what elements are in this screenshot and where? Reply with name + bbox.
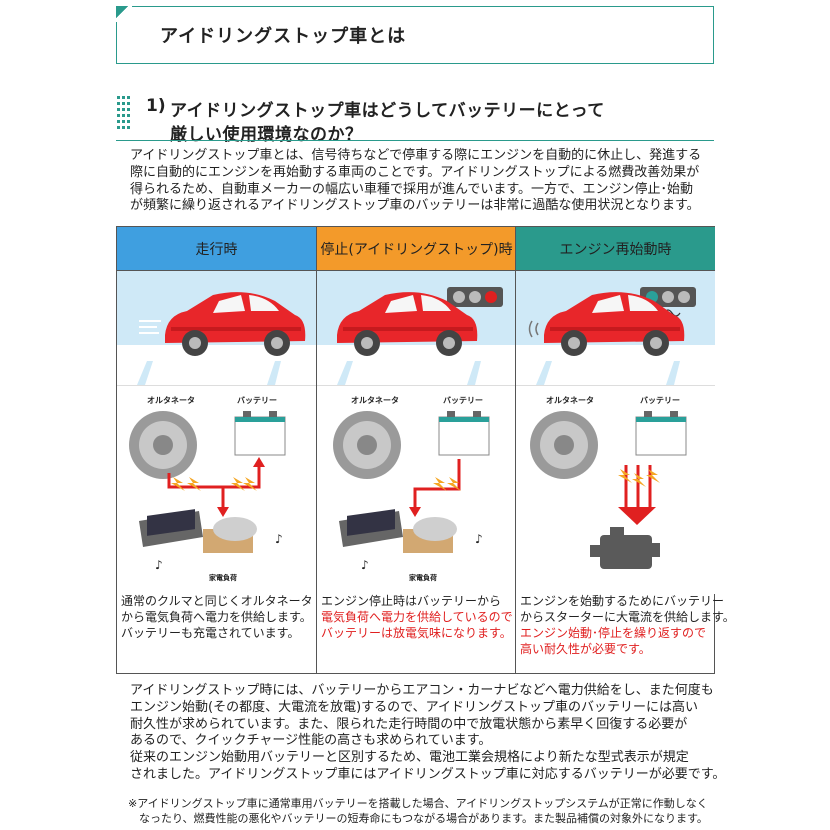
body-line: されました。アイドリングストップ車にはアイドリングストップ車に対応するバッテリー… [130, 766, 726, 782]
intro-line: 得られるため、自動車メーカーの幅広い車種で採用が進んでいます。一方で、エンジン停… [130, 181, 694, 197]
power-flow-diagram [530, 411, 687, 569]
power-flow-diagram: ♪♪ [129, 411, 286, 572]
alternator-label: オルタネータ [351, 396, 399, 405]
desc-line: エンジン停止時はバッテリーから [321, 594, 502, 608]
desc-line-warning: エンジン始動･停止を繰り返すので [520, 626, 707, 640]
desc-line-warning: バッテリーは放電気味になります。 [321, 626, 512, 640]
comparison-table: 走行時 オルタネータ バッテリー [116, 226, 735, 674]
desc-line: からスターターに大電流を供給します。 [520, 610, 735, 624]
section-divider [116, 140, 714, 141]
body-line: エンジン始動(その都度、大電流を放電)するので、アイドリングストップ車のバッテリ… [130, 699, 698, 715]
footnote-line: ※アイドリングストップ車に通常車用バッテリーを搭載した場合、アイドリングストップ… [128, 797, 708, 810]
battery-label: バッテリー [443, 396, 483, 405]
column-description: 通常のクルマと同じくオルタネータ から電気負荷へ電力を供給します。 バッテリーも… [121, 593, 313, 641]
desc-line-warning: 電気負荷へ電力を供給しているので [321, 610, 513, 624]
power-flow-diagram: ♪♪ [333, 411, 490, 572]
stopped-car-icon [317, 287, 516, 385]
desc-line-warning: 高い耐久性が必要です。 [520, 642, 651, 656]
load-label: 家電負荷 [209, 574, 237, 582]
alternator-label: オルタネータ [147, 396, 195, 405]
section-marker-icon [117, 96, 130, 129]
desc-line: バッテリーも充電されています。 [121, 626, 300, 640]
restarting-car-icon [516, 287, 715, 385]
explanation-paragraph: アイドリングストップ時には、バッテリーからエアコン・カーナビなどへ電力供給をし、… [130, 683, 725, 784]
battery-label: バッテリー [237, 396, 277, 405]
body-line: 耐久性が求められています。また、限られた走行時間の中で放電状態から素早く回復する… [130, 716, 688, 732]
section-heading-line1: アイドリングストップ車はどうしてバッテリーにとって [170, 101, 605, 121]
column-header: 走行時 [117, 227, 316, 271]
svg-text:♪: ♪ [361, 558, 369, 572]
driving-car-icon [117, 292, 316, 385]
svg-text:♪: ♪ [275, 532, 283, 546]
footnote-line: なったり、燃費性能の悪化やバッテリーの短寿命にもつながる場合があります。また製品… [128, 812, 708, 825]
column-description: エンジン停止時はバッテリーから 電気負荷へ電力を供給しているので バッテリーは放… [321, 593, 513, 641]
body-line: アイドリングストップ時には、バッテリーからエアコン・カーナビなどへ電力供給をし、… [130, 683, 714, 698]
load-label: 家電負荷 [409, 574, 437, 582]
column-header: エンジン再始動時 [516, 227, 715, 271]
section-number: 1) [146, 96, 166, 116]
intro-line: アイドリングストップ車とは、信号待ちなどで停車する際にエンジンを自動的に休止し、… [130, 148, 702, 163]
column-driving: 走行時 オルタネータ バッテリー [117, 227, 316, 673]
svg-text:♪: ♪ [155, 558, 163, 572]
intro-paragraph: アイドリングストップ車とは、信号待ちなどで停車する際にエンジンを自動的に休止し、… [130, 148, 701, 215]
corner-decoration [116, 6, 132, 22]
alternator-label: オルタネータ [546, 396, 594, 405]
svg-text:♪: ♪ [475, 532, 483, 546]
battery-label: バッテリー [640, 396, 680, 405]
body-line: あるので、クイックチャージ性能の高さも求められています。 [130, 733, 492, 749]
column-description: エンジンを始動するためにバッテリー からスターターに大電流を供給します。 エンジ… [520, 593, 735, 657]
desc-line: 通常のクルマと同じくオルタネータ [121, 594, 313, 608]
intro-line: が頻繁に繰り返されるアイドリングストップ車のバッテリーは非常に過酷な使用状況とな… [130, 198, 700, 214]
title-box [116, 6, 714, 64]
body-line: 従来のエンジン始動用バッテリーと区別するため、電池工業会規格により新たな型式表示… [130, 750, 689, 766]
desc-line: から電気負荷へ電力を供給します。 [121, 610, 312, 624]
column-header: 停止(アイドリングストップ)時 [317, 227, 516, 271]
intro-line: 際に自動的にエンジンを再始動する車両のことです。アイドリングストップによる燃費改… [130, 164, 700, 180]
desc-line: エンジンを始動するためにバッテリー [520, 594, 725, 608]
section-heading-line2: 厳しい使用環境なのか？ [170, 125, 363, 145]
page-title: アイドリングストップ車とは [160, 26, 407, 47]
footnote: ※アイドリングストップ車に通常車用バッテリーを搭載した場合、アイドリングストップ… [128, 796, 708, 826]
column-restart: エンジン再始動時 オルタネータ バッテリー [515, 227, 735, 673]
column-idle-stop: 停止(アイドリングストップ)時 オルタネータ バッテリー [316, 227, 516, 673]
